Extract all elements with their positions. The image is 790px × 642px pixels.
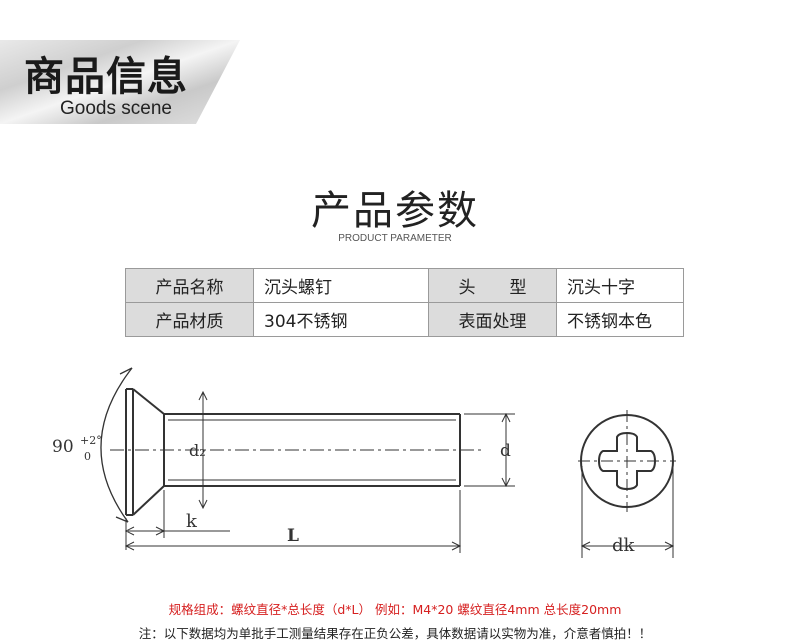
section-title: 产品参数 <box>311 188 479 234</box>
angle-arc <box>100 367 133 523</box>
table-row: 产品材质 304不锈钢 表面处理 不锈钢本色 <box>125 302 684 337</box>
page-title: 商品信息 <box>24 54 188 100</box>
section-subtitle: PRODUCT PARAMETER <box>338 233 452 244</box>
param-value: 沉头十字 <box>556 268 684 303</box>
angle-tolerance-bottom: 0 <box>84 450 91 463</box>
angle-value: 90 <box>52 437 74 457</box>
parameter-table: 产品名称 沉头螺钉 头 型 沉头十字 产品材质 304不锈钢 表面处理 不锈钢本… <box>125 268 684 337</box>
param-label: 表面处理 <box>428 302 557 337</box>
page-subtitle: Goods scene <box>60 98 172 119</box>
param-label: 产品材质 <box>125 302 254 337</box>
angle-label: 90 +2° 0 <box>52 434 102 463</box>
angle-tolerance-top: +2° <box>80 434 102 447</box>
phillips-cross-icon <box>597 431 657 491</box>
param-label: 产品名称 <box>125 268 254 303</box>
banner-background <box>0 40 240 124</box>
label-L: L <box>287 526 299 546</box>
screw-drawing: 90 +2° 0 d₂ d k L dk <box>52 367 676 558</box>
param-label: 头 型 <box>428 268 557 303</box>
label-d: d <box>500 441 511 461</box>
param-value: 沉头螺钉 <box>253 268 429 303</box>
param-value: 不锈钢本色 <box>556 302 684 337</box>
header-banner: 商品信息 Goods scene <box>0 40 240 124</box>
label-k: k <box>186 511 198 532</box>
param-value: 304不锈钢 <box>253 302 429 337</box>
label-d2: d₂ <box>189 441 206 460</box>
angle-arrow-top <box>119 367 133 375</box>
table-row: 产品名称 沉头螺钉 头 型 沉头十字 <box>125 268 684 303</box>
spec-note: 规格组成：螺纹直径*总长度（d*L） 例如：M4*20 螺纹直径4mm 总长度2… <box>168 602 622 617</box>
disclaimer-note: 注：以下数据均为单批手工测量结果存在正负公差，具体数据请以实物为准，介意者慎拍！… <box>138 626 652 641</box>
label-dk: dk <box>612 535 636 556</box>
screw-outline <box>125 388 461 516</box>
